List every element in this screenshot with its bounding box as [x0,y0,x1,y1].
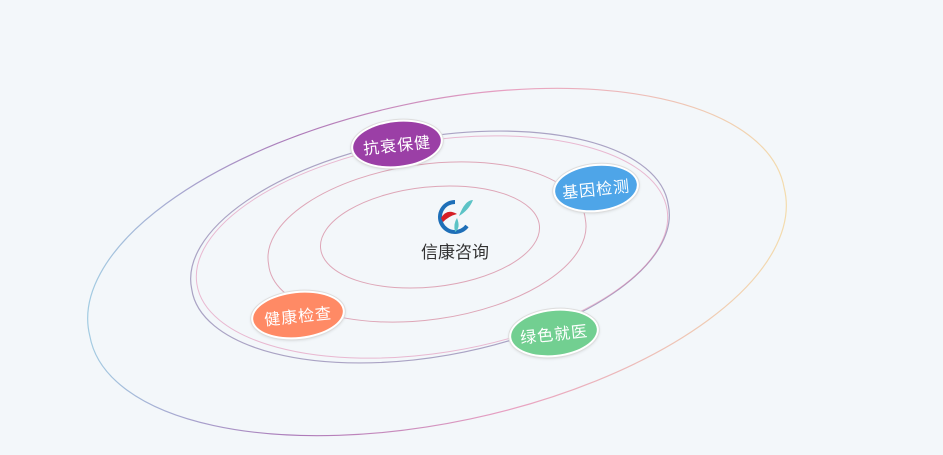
orbit-2 [190,130,670,364]
orbit-outer [87,87,787,437]
center-title: 信康咨询 [421,243,489,263]
orbit-3 [267,161,587,323]
logo-icon [433,198,477,240]
orbit-inner [320,185,540,289]
orbit-2-inner-line [195,135,669,359]
